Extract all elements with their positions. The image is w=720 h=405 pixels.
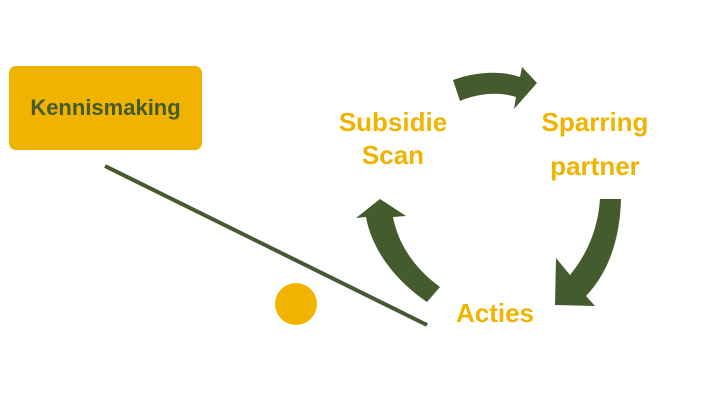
subsidie-scan-line1: Subsidie [338,107,448,137]
subsidie-scan-label: Subsidie Scan [328,106,458,172]
arrow-right-icon [555,199,621,306]
arrow-top-icon [453,67,537,109]
sparring-partner-label: Sparring partner [530,100,660,188]
yellow-ball [275,283,317,325]
acties-label: Acties [455,298,535,328]
subsidie-scan-line2: Scan [361,140,425,170]
kennismaking-box: Kennismaking [9,66,202,150]
kennismaking-label: Kennismaking [30,95,181,120]
arrow-left-icon [356,199,440,302]
seesaw-line [104,164,428,327]
sparring-partner-line1: Sparring [541,107,649,137]
sparring-partner-line2: partner [550,151,640,181]
